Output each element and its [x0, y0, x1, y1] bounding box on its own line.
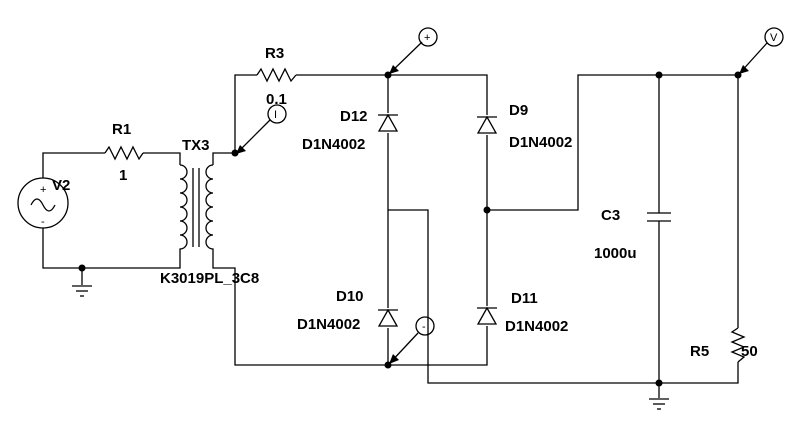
d10-ref-label: D10	[336, 288, 364, 305]
resistor-r1[interactable]	[104, 145, 144, 161]
junction-dot	[231, 149, 239, 157]
capacitor-c3[interactable]	[647, 212, 671, 222]
minus-probe-label: -	[422, 321, 426, 333]
junction-dot	[655, 379, 663, 387]
resistor-r5[interactable]	[730, 327, 746, 363]
d9-model-label: D1N4002	[509, 134, 572, 151]
wires	[42, 74, 739, 398]
r1-value-label: 1	[119, 167, 127, 184]
voltage-probe-label: V	[770, 32, 778, 44]
voltage-source-v2[interactable]: + -	[17, 177, 69, 229]
junctions	[78, 71, 742, 387]
diode-d9[interactable]	[476, 115, 498, 134]
current-probe-label: I	[274, 109, 277, 121]
diode-d10[interactable]	[377, 308, 399, 327]
d11-ref-label: D11	[511, 290, 538, 307]
junction-dot	[78, 264, 86, 272]
tx3-ref-label: TX3	[182, 137, 210, 154]
junction-dot	[483, 206, 491, 214]
r5-ref-label: R5	[690, 343, 709, 360]
tx3-model-label: K3019PL_3C8	[160, 270, 259, 287]
d12-model-label: D1N4002	[302, 136, 365, 153]
svg-text:+: +	[40, 184, 46, 196]
d11-model-label: D1N4002	[505, 318, 568, 335]
diode-d11[interactable]	[476, 306, 498, 325]
current-probe-icon[interactable]: I	[235, 104, 287, 155]
c3-ref-label: C3	[601, 207, 620, 224]
r1-ref-label: R1	[112, 121, 131, 138]
svg-text:-: -	[41, 216, 45, 228]
r5-value-label: 50	[741, 343, 758, 360]
ground-icon	[72, 285, 92, 297]
ground-icon	[649, 398, 669, 410]
r3-ref-label: R3	[265, 45, 284, 62]
diode-d12[interactable]	[377, 113, 399, 132]
v2-ref-label: V2	[52, 177, 70, 194]
voltage-probe-icon[interactable]: V	[738, 27, 784, 75]
plus-probe-icon[interactable]: +	[388, 27, 438, 75]
r3-value-label: 0.1	[266, 91, 287, 108]
c3-value-label: 1000u	[594, 245, 637, 262]
resistor-r3[interactable]	[256, 67, 297, 83]
transformer-tx3[interactable]	[179, 164, 214, 250]
plus-probe-label: +	[424, 32, 430, 44]
minus-probe-icon[interactable]: -	[388, 316, 435, 365]
d10-model-label: D1N4002	[297, 316, 360, 333]
d12-ref-label: D12	[340, 108, 368, 125]
d9-ref-label: D9	[509, 102, 528, 119]
junction-dot	[655, 71, 663, 79]
